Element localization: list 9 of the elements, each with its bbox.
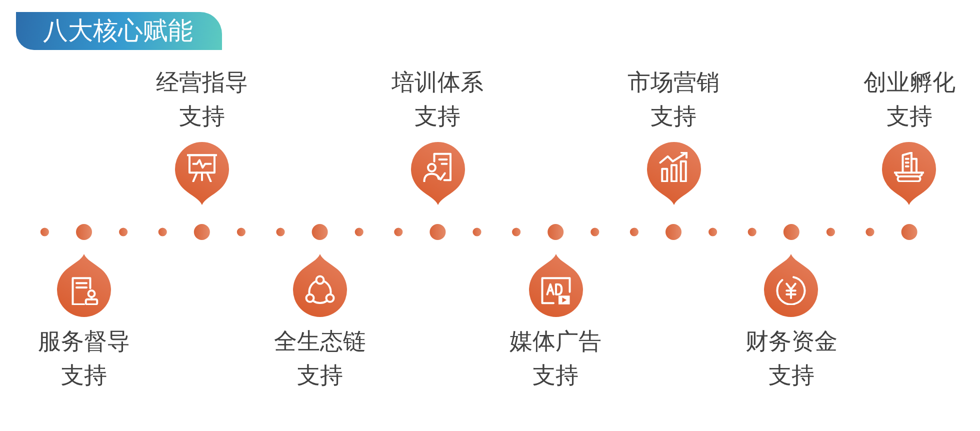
- pin-label: 服务督导支持: [37, 328, 131, 391]
- title-text: 八大核心赋能: [43, 16, 193, 46]
- pin-label: 市场营销支持: [626, 69, 720, 132]
- pin-label: 经营指导支持: [154, 69, 249, 132]
- pin-label: 财务资金支持: [744, 328, 838, 391]
- pin-label: 培训体系支持: [390, 69, 485, 132]
- pin-label: 创业孵化支持: [862, 69, 956, 132]
- pin-label: 全生态链支持: [272, 328, 367, 391]
- pin-label: 媒体广告支持: [508, 328, 603, 391]
